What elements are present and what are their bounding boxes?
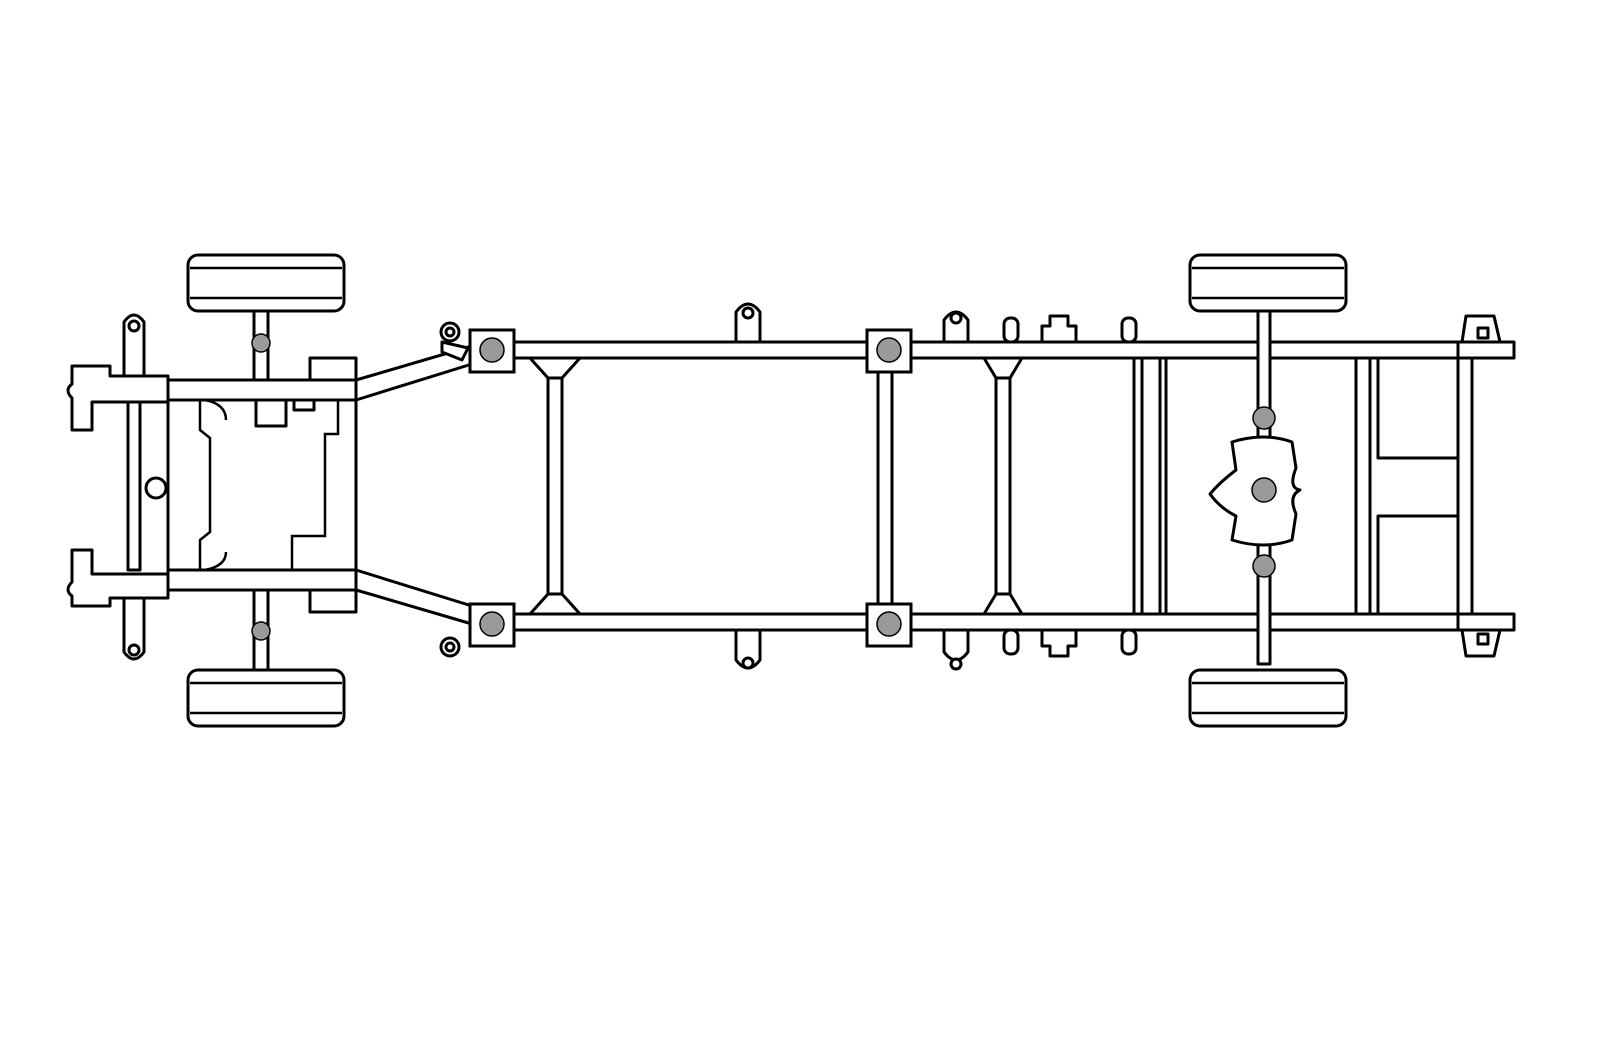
kick-tab-bottom-hole bbox=[444, 641, 456, 653]
front-axle-mount-top bbox=[251, 333, 271, 353]
crossmember-1-gusset-top bbox=[528, 356, 582, 380]
rail-clip-1-bottom bbox=[1002, 628, 1020, 656]
front-tab-bottom bbox=[122, 596, 146, 661]
kick-tab-top-hole bbox=[444, 326, 456, 338]
arc-detail-top bbox=[204, 398, 228, 421]
outrigger-tabs bbox=[734, 302, 1502, 671]
front-suspension-assembly bbox=[166, 356, 358, 614]
front-bumper-brackets bbox=[66, 313, 170, 661]
crossmembers bbox=[528, 356, 1474, 616]
steering-box bbox=[254, 398, 288, 428]
diff-mount-top bbox=[1252, 406, 1276, 430]
wheel-front-left bbox=[186, 253, 346, 313]
frame-mount-2 bbox=[479, 611, 505, 637]
crossmember-block-top bbox=[308, 356, 358, 382]
bumper-bar bbox=[126, 398, 142, 572]
outrigger-tab-2-bottom-hole bbox=[949, 657, 963, 671]
outrigger-tab-2-bottom bbox=[942, 628, 970, 662]
front-tab-top bbox=[122, 313, 146, 378]
outrigger-tab-1-top-hole bbox=[741, 306, 755, 320]
front-bracket-bottom bbox=[66, 548, 170, 608]
crossmember-3-gusset-top bbox=[982, 356, 1024, 380]
crossmember-4a bbox=[1132, 356, 1144, 616]
rail-clip-2-bottom bbox=[1120, 628, 1138, 656]
rail-clip-1-top bbox=[1002, 316, 1020, 344]
front-tab-bottom-hole bbox=[127, 643, 141, 657]
rear-axle bbox=[1188, 253, 1348, 728]
rear-box-top bbox=[1376, 356, 1460, 460]
main-rail-bottom bbox=[506, 612, 1460, 632]
crossmember-3 bbox=[994, 356, 1012, 616]
front-rail-bottom bbox=[166, 568, 358, 592]
crossmember-inner-right bbox=[290, 400, 340, 570]
diff-mount-center bbox=[1251, 477, 1277, 503]
front-bracket-top bbox=[66, 364, 170, 432]
rail-transitions bbox=[354, 321, 474, 658]
crossmember-3-gusset-bottom bbox=[982, 592, 1024, 616]
wheel-rear-right-tread bbox=[1192, 681, 1344, 715]
tow-hook-hole bbox=[144, 476, 168, 500]
frame-mount-4 bbox=[876, 611, 902, 637]
front-rail-top bbox=[166, 378, 358, 402]
crossmember-1 bbox=[546, 356, 564, 616]
front-axle-mount-bottom bbox=[251, 621, 271, 641]
wheel-front-right-tread bbox=[190, 681, 342, 715]
spring-hanger-bottom bbox=[1040, 628, 1078, 658]
wheel-rear-right bbox=[1188, 668, 1348, 728]
rear-rail-ext-bottom bbox=[1456, 612, 1516, 632]
crossmember-4b bbox=[1158, 356, 1168, 616]
frame-mount-3 bbox=[876, 337, 902, 363]
rear-box-bottom bbox=[1376, 514, 1460, 616]
rail-kick-bottom bbox=[354, 568, 474, 626]
crossmember-5 bbox=[1354, 356, 1372, 616]
kick-tab-top bbox=[440, 340, 470, 362]
front-tab-top-hole bbox=[127, 319, 141, 333]
crossmember-2 bbox=[876, 356, 894, 616]
front-axle bbox=[186, 253, 346, 728]
frame-mount-1 bbox=[479, 337, 505, 363]
rear-tab-bottom-slot bbox=[1476, 632, 1490, 646]
crossmember-inner-left bbox=[198, 400, 212, 570]
main-rail-top bbox=[506, 340, 1460, 360]
rail-clip-2-top bbox=[1120, 316, 1138, 344]
wheel-rear-left bbox=[1188, 253, 1348, 313]
outrigger-tab-1-bottom-hole bbox=[741, 656, 755, 670]
body-mounts bbox=[468, 328, 913, 648]
wheel-front-right bbox=[186, 668, 346, 728]
arc-detail-bottom bbox=[204, 551, 228, 572]
spring-hanger-top bbox=[1040, 314, 1078, 344]
rear-rail-ext-top bbox=[1456, 340, 1516, 360]
rear-tab-top-slot bbox=[1476, 326, 1490, 340]
crossmember-block-bottom bbox=[308, 588, 358, 614]
outrigger-tab-2-top-hole bbox=[949, 311, 963, 325]
crossmember-1-gusset-bottom bbox=[528, 592, 582, 616]
diff-mount-bottom bbox=[1252, 554, 1276, 578]
rear-end-crossmember bbox=[1456, 356, 1474, 616]
wheel-front-left-tread bbox=[190, 266, 342, 300]
crossmember-tab bbox=[292, 398, 316, 412]
wheel-rear-left-tread bbox=[1192, 266, 1344, 300]
